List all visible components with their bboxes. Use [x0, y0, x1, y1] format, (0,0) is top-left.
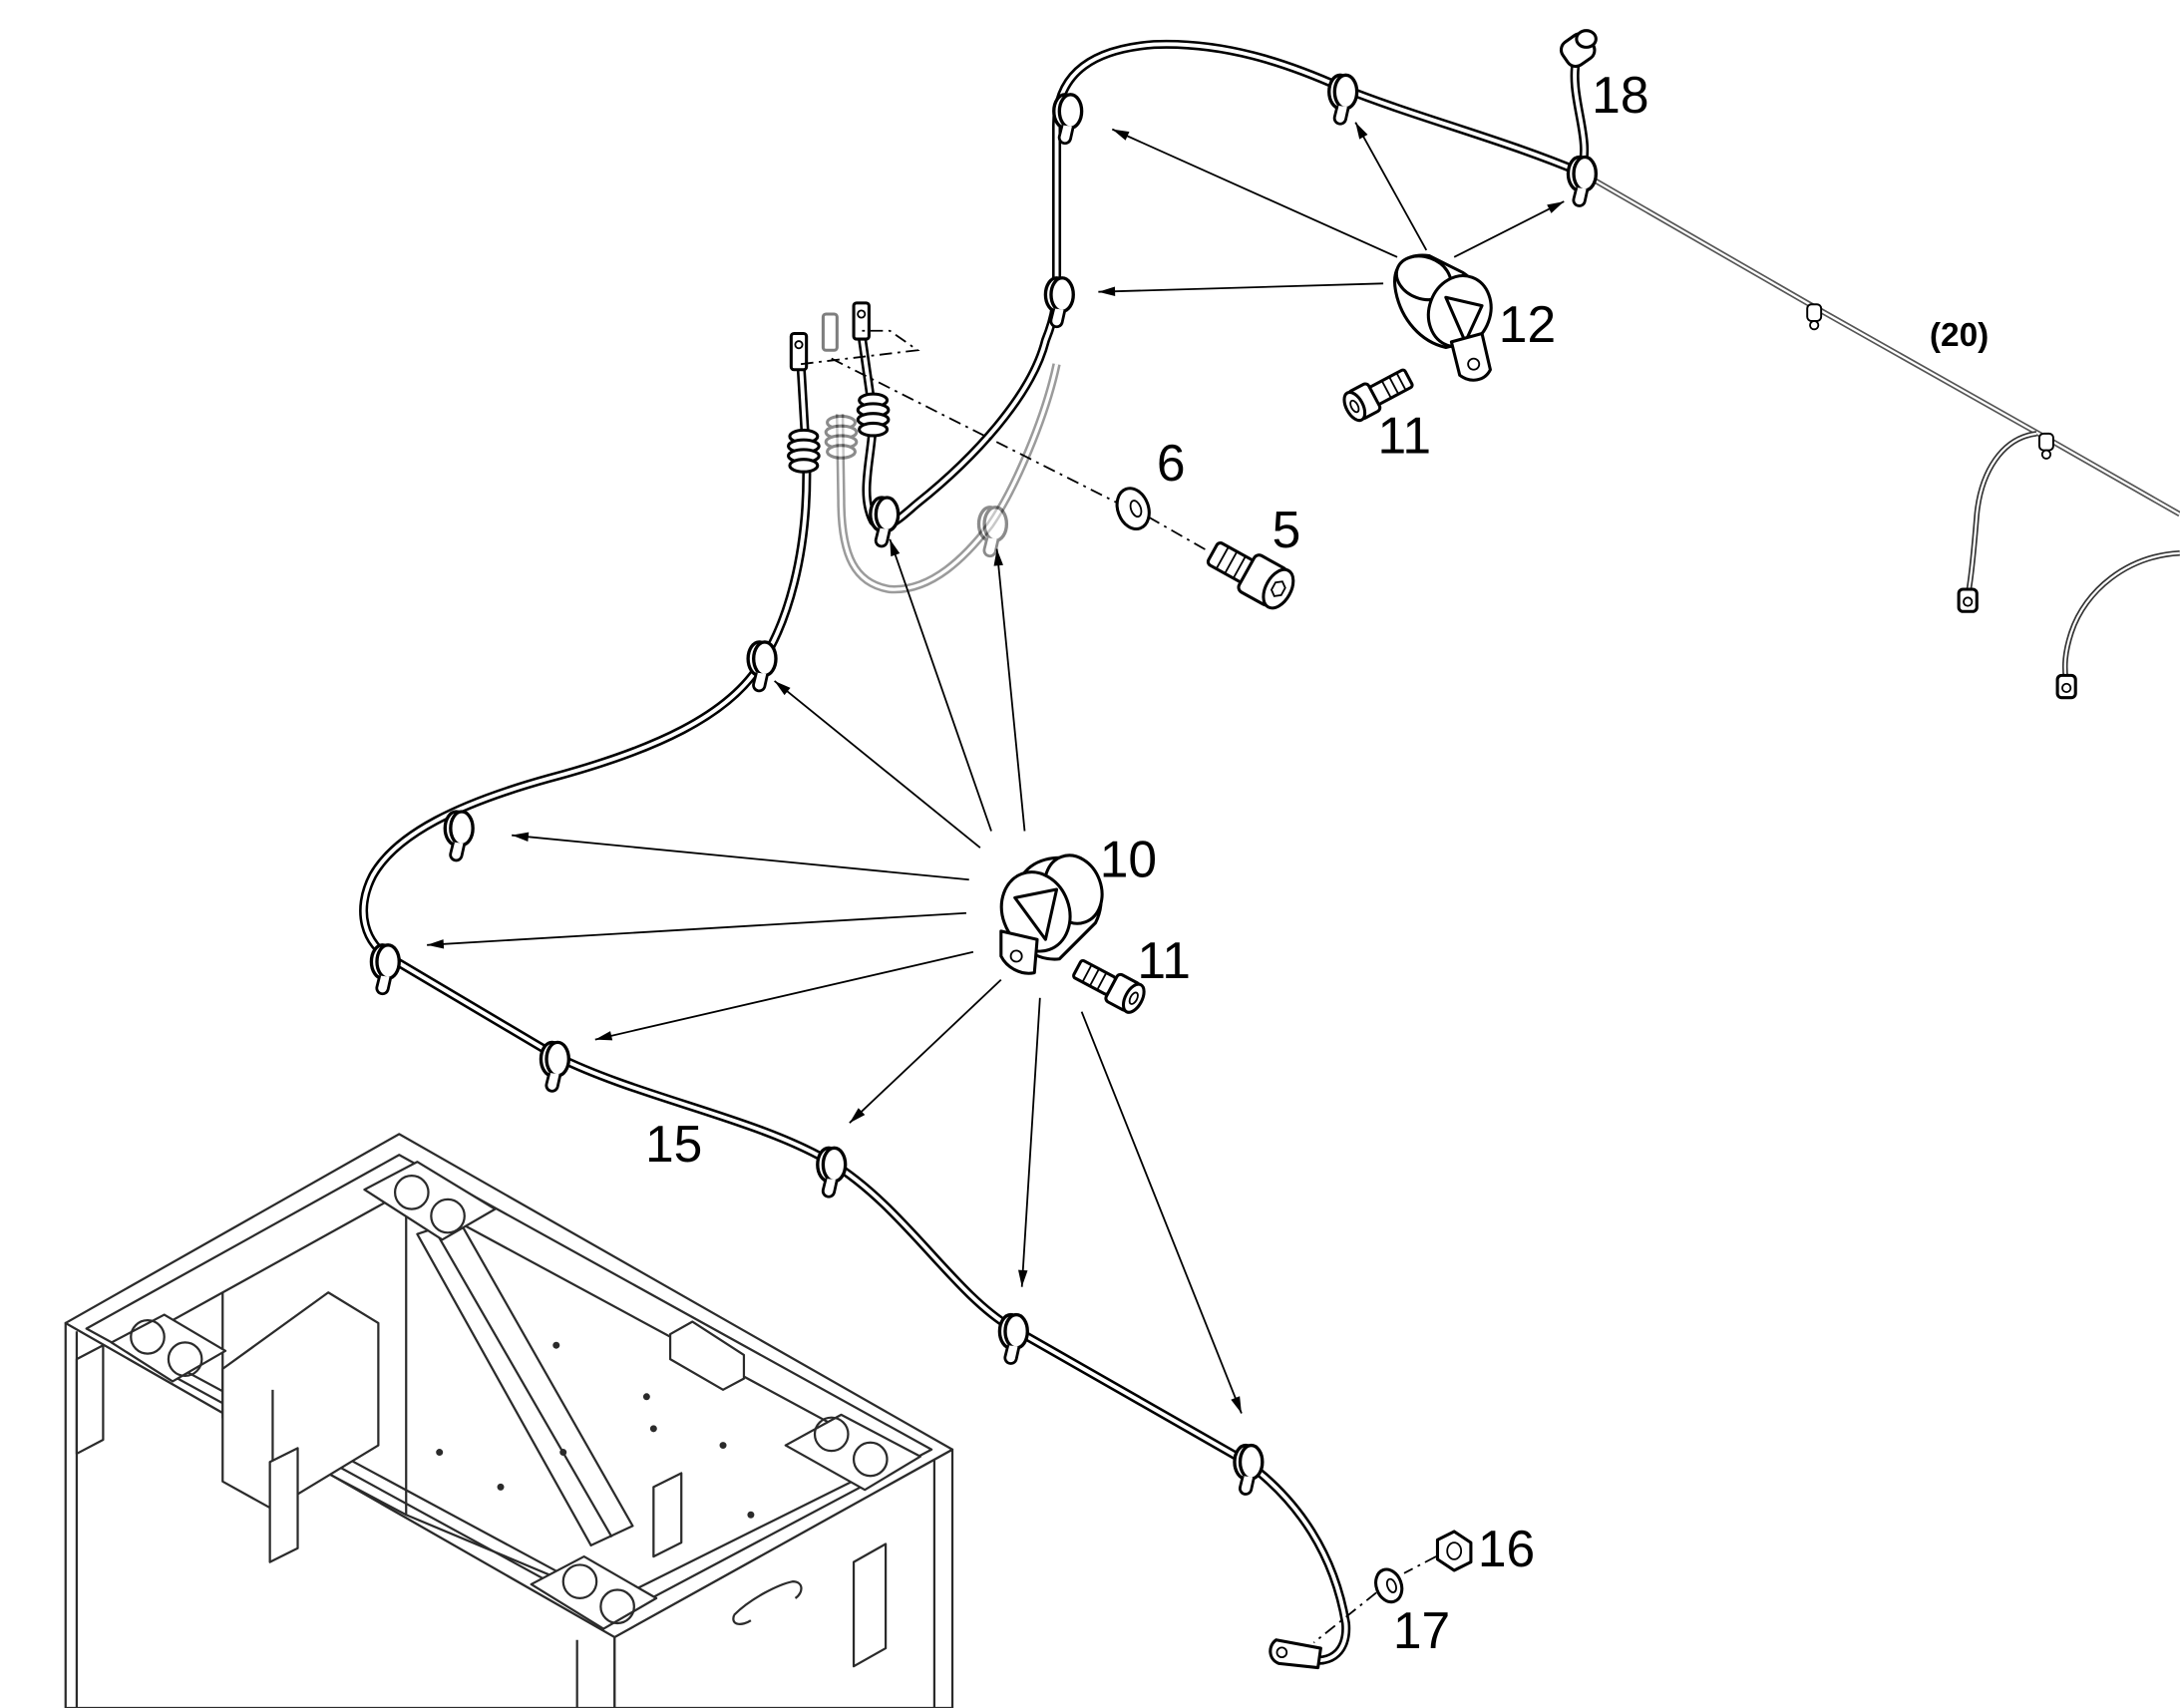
phantom-cable — [821, 312, 1056, 589]
callouts: 18 12 11 (20) 6 5 10 11 15 16 17 — [645, 66, 1989, 1659]
part-16-nut — [1435, 1530, 1473, 1572]
harness-20-lug-b — [2055, 673, 2077, 700]
cabinet-beam-edge — [433, 1227, 613, 1538]
cable-clamp — [1327, 73, 1359, 126]
phantom-coil-sleeve — [824, 414, 859, 460]
cabinet-bracket-middle — [268, 1447, 299, 1563]
cable-clamp — [539, 1040, 570, 1093]
callout-5: 5 — [1272, 501, 1301, 558]
cabinet-corner-pad-front — [530, 1554, 658, 1630]
callout-15: 15 — [645, 1115, 702, 1173]
callout-10: 10 — [1100, 830, 1157, 887]
leader-arrow — [849, 978, 1002, 1124]
part-6-washer — [1115, 487, 1151, 531]
assembly-line-lugs — [800, 329, 920, 366]
leader-arrow — [1018, 997, 1041, 1287]
assembly-line-to-washer — [831, 357, 1119, 505]
cabinet-floor-holes — [436, 1341, 755, 1519]
leader-arrow — [1354, 122, 1428, 251]
harness-20-branch-a-outline — [1969, 434, 2036, 592]
part-10-clamp — [999, 854, 1104, 975]
cable-clamp — [997, 1312, 1029, 1366]
coil-sleeve-left — [787, 428, 821, 474]
cabinet-bracket-floor — [652, 1472, 683, 1558]
harness-20-clamp — [2038, 432, 2054, 460]
cable-clamp — [869, 496, 901, 548]
cabinet-inner-box — [221, 1291, 380, 1511]
callout-18: 18 — [1592, 66, 1648, 124]
cabinet-frame — [64, 1133, 954, 1708]
callout-11-upper: 11 — [1378, 406, 1432, 464]
leader-arrows-part-10 — [427, 538, 1243, 1414]
cabinet-floor-slot — [668, 1320, 746, 1391]
cabinet-side-panel — [852, 1542, 888, 1668]
ring-terminal-bottom — [1269, 1638, 1322, 1670]
cabinet-handle — [732, 1580, 803, 1625]
cabinet-corner-pad-left — [110, 1313, 227, 1383]
leader-arrow — [512, 832, 969, 881]
cable-clamp — [443, 810, 475, 862]
part-11-screw-upper — [1342, 368, 1414, 423]
cabinet-corner-pad-right — [784, 1413, 922, 1492]
phantom-clamp — [976, 506, 1009, 558]
cable-clamp — [1566, 155, 1599, 208]
phantom-lug — [821, 312, 839, 352]
terminal-lug-right — [852, 301, 871, 341]
cabinet-corner-pad-top — [363, 1161, 497, 1241]
assembly-line-nut — [1403, 1555, 1437, 1574]
leader-arrows-part-12 — [1098, 122, 1565, 296]
cable-clamp — [746, 640, 778, 693]
terminal-lug-left — [789, 331, 809, 372]
leader-arrow — [993, 548, 1026, 832]
leader-arrow — [889, 538, 992, 832]
harness-20-branch-b-outline — [2065, 553, 2180, 678]
cable-clamp — [1233, 1443, 1265, 1497]
part-17-washer — [1374, 1567, 1404, 1604]
coil-sleeve-right — [856, 392, 891, 438]
cable-clamp — [816, 1146, 848, 1198]
callout-20: (20) — [1930, 317, 1989, 354]
cable-clamp — [369, 943, 401, 996]
leader-arrow — [1098, 282, 1384, 296]
callout-17: 17 — [1393, 1601, 1450, 1659]
harness-20-clamp — [1806, 303, 1823, 331]
callout-11-lower: 11 — [1137, 931, 1191, 989]
leader-arrow — [1080, 1011, 1243, 1414]
harness-20 — [1579, 171, 2180, 700]
leader-arrow — [427, 911, 967, 949]
leader-arrow — [774, 680, 981, 849]
cabinet-inner-rim — [85, 1154, 933, 1619]
callout-6: 6 — [1157, 434, 1186, 492]
harness-20-lug-a — [1957, 587, 1979, 613]
leader-arrow — [594, 950, 974, 1041]
part-5-bolt — [1206, 541, 1295, 610]
terminal-18 — [1559, 29, 1598, 69]
callout-12: 12 — [1499, 295, 1556, 353]
part-11-screw-lower — [1072, 958, 1146, 1014]
part-12-clamp — [1393, 253, 1493, 382]
leader-arrow — [1111, 128, 1398, 258]
callout-16: 16 — [1478, 1520, 1535, 1577]
harness-20-cable-fill — [1579, 171, 2180, 515]
cabinet-bracket-left — [75, 1344, 105, 1456]
leader-arrow — [1453, 200, 1565, 258]
assembly-line-to-bolt — [1148, 515, 1208, 551]
assembly-lines — [800, 329, 1437, 1644]
